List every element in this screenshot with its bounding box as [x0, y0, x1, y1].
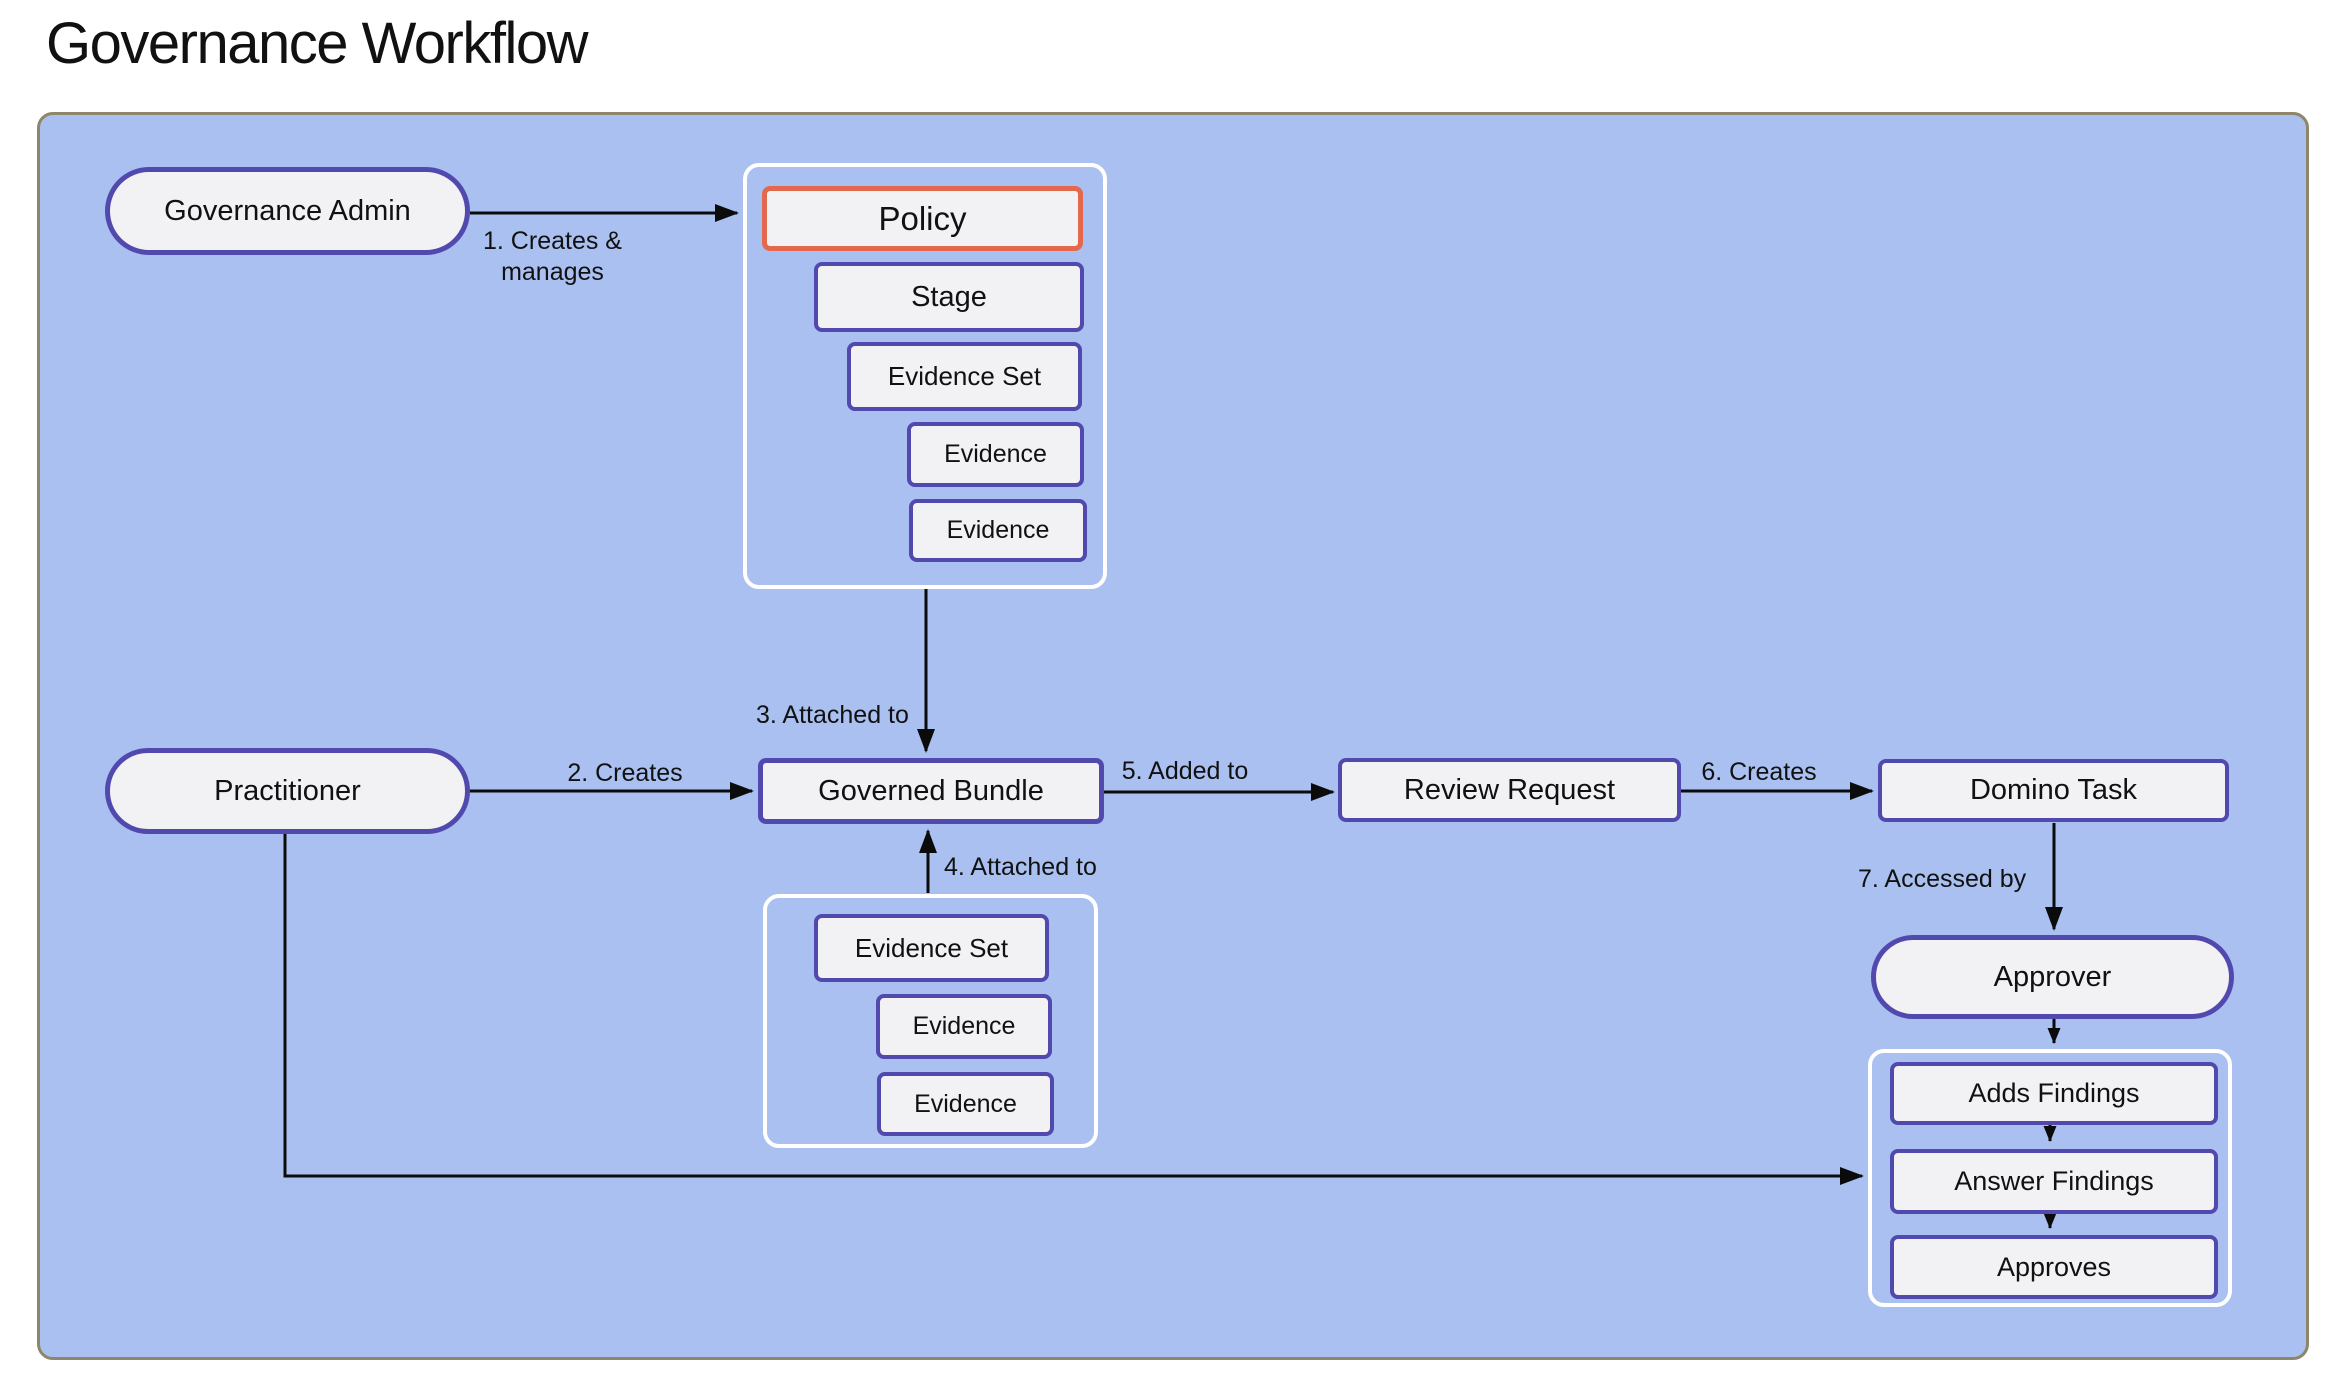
node-review-request: Review Request: [1338, 758, 1681, 822]
edge-label-1-line-1: 1. Creates &: [483, 227, 622, 255]
approver-actions-group: Adds Findings Answer Findings Approves: [1868, 1049, 2232, 1307]
bundle-evidence-group: Evidence Set Evidence Evidence: [763, 894, 1098, 1148]
node-bundle-evidence-set: Evidence Set: [814, 914, 1049, 982]
node-approves: Approves: [1890, 1235, 2218, 1299]
node-practitioner: Practitioner: [105, 748, 470, 834]
node-adds-findings: Adds Findings: [1890, 1062, 2218, 1125]
node-answer-findings: Answer Findings: [1890, 1149, 2218, 1214]
edge-label-3: 3. Attached to: [756, 701, 909, 729]
node-bundle-evidence-2: Evidence: [877, 1072, 1054, 1136]
node-governed-bundle: Governed Bundle: [758, 758, 1104, 824]
edge-label-6: 6. Creates: [1701, 758, 1817, 786]
node-approver: Approver: [1871, 935, 2234, 1019]
node-policy-evidence-set: Evidence Set: [847, 342, 1082, 411]
edge-label-5: 5. Added to: [1121, 757, 1249, 785]
edge-label-1: 1. Creates & manages: [480, 226, 625, 288]
node-bundle-evidence-1: Evidence: [876, 994, 1052, 1059]
edge-label-4: 4. Attached to: [944, 853, 1097, 881]
node-domino-task: Domino Task: [1878, 759, 2229, 822]
node-policy: Policy: [762, 186, 1083, 251]
node-governance-admin: Governance Admin: [105, 167, 470, 255]
edge-label-7: 7. Accessed by: [1858, 865, 2027, 893]
node-policy-stage: Stage: [814, 262, 1084, 332]
policy-group: Policy Stage Evidence Set Evidence Evide…: [743, 163, 1107, 589]
edge-label-1-line-2: manages: [501, 258, 604, 286]
node-policy-evidence-2: Evidence: [909, 499, 1087, 562]
page-title: Governance Workflow: [46, 11, 589, 76]
edge-label-2: 2. Creates: [567, 759, 683, 787]
node-policy-evidence-1: Evidence: [907, 422, 1084, 487]
